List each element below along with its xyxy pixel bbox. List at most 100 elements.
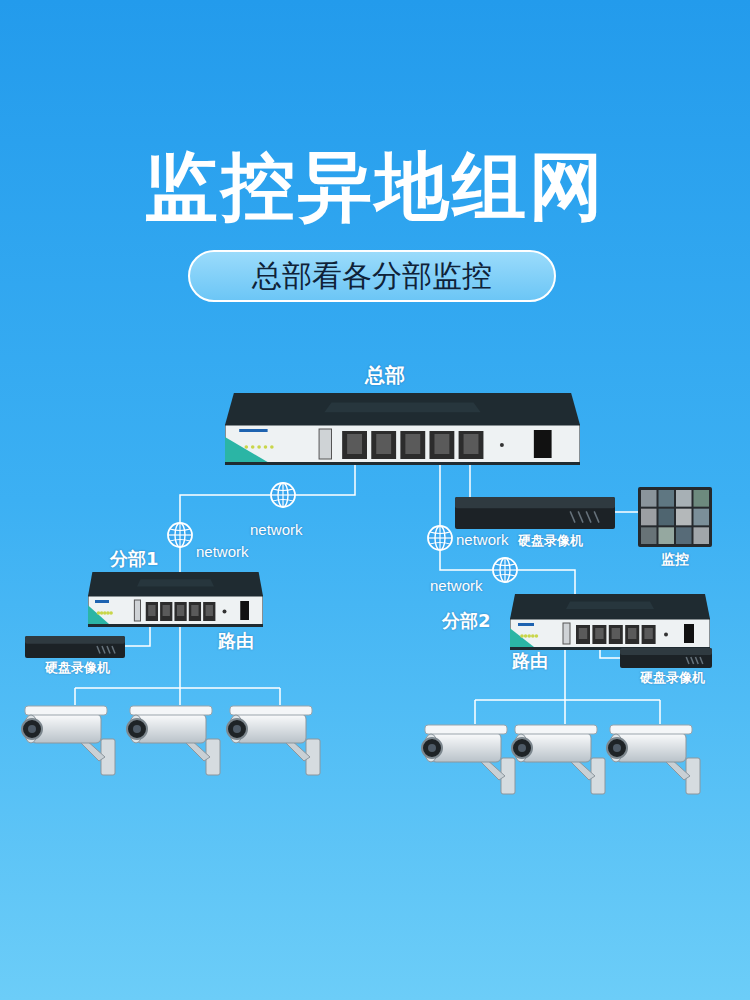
network-connector — [615, 511, 638, 513]
drawing-rect — [191, 605, 198, 616]
drawing-rect — [684, 624, 694, 643]
device-label: 监控 — [638, 551, 712, 568]
network-connector — [600, 650, 620, 658]
drawing-rect — [203, 602, 215, 621]
edge-label: network — [456, 531, 509, 549]
drawing-line — [112, 646, 115, 654]
router-art — [225, 393, 580, 465]
drawing-polygon — [225, 437, 268, 462]
dvr-art — [455, 497, 615, 529]
site-label: 总部 — [365, 363, 405, 387]
drawing-circle — [270, 445, 274, 449]
network-label: network — [430, 577, 483, 595]
drawing-circle — [535, 634, 539, 638]
drawing-circle — [251, 445, 255, 449]
drawing-polygon — [510, 628, 534, 647]
drawing-rect — [371, 431, 396, 459]
drawing-rect — [464, 434, 479, 454]
drawing-rect — [206, 605, 213, 616]
drawing-rect — [628, 628, 636, 639]
drawing-polygon — [566, 602, 654, 610]
drawing-rect — [405, 434, 420, 454]
drawing-rect — [429, 431, 454, 459]
network-label: network — [196, 543, 249, 561]
drawing-svg — [455, 497, 615, 529]
dvr-node: 硬盘录像机 — [455, 497, 615, 529]
router-node: 分部2路由 — [510, 594, 710, 650]
drawing-circle — [100, 611, 104, 615]
drawing-line — [700, 657, 703, 664]
drawing-circle — [103, 611, 107, 615]
drawing-rect — [641, 490, 657, 507]
drawing-circle — [531, 634, 535, 638]
drawing-circle — [500, 443, 504, 447]
router-art — [510, 594, 710, 650]
device-label: 硬盘录像机 — [518, 533, 583, 549]
drawing-line — [107, 646, 110, 654]
drawing-rect — [455, 497, 615, 529]
drawing-svg — [620, 648, 712, 668]
site-label: 分部1 — [110, 548, 159, 570]
drawing-circle — [524, 634, 528, 638]
dvr-art — [25, 636, 125, 658]
drawing-svg — [510, 594, 710, 650]
network-connector — [180, 465, 355, 572]
edge-label: network — [250, 521, 303, 539]
drawing-rect — [676, 527, 692, 544]
diagram-title: 监控异地组网 — [0, 142, 750, 231]
network-connector — [125, 627, 150, 646]
drawing-rect — [174, 602, 186, 621]
drawing-circle — [664, 633, 668, 637]
device-label: 路由 — [512, 650, 548, 672]
drawing-polygon — [324, 403, 480, 413]
monitor-art — [638, 487, 712, 547]
drawing-svg — [25, 636, 125, 658]
drawing-rect — [638, 487, 712, 547]
drawing-circle — [97, 611, 101, 615]
drawing-rect — [239, 429, 267, 432]
drawing-rect — [146, 602, 158, 621]
drawing-rect — [455, 497, 615, 508]
drawing-polygon — [88, 572, 263, 596]
drawing-line — [102, 646, 105, 654]
drawing-rect — [459, 431, 484, 459]
drawing-line — [578, 511, 583, 522]
camera — [227, 706, 320, 775]
drawing-circle — [527, 634, 531, 638]
device-label: 硬盘录像机 — [640, 670, 705, 686]
drawing-rect — [240, 601, 249, 620]
drawing-rect — [163, 605, 170, 616]
drawing-rect — [25, 636, 125, 644]
drawing-rect — [659, 527, 675, 544]
drawing-rect — [177, 605, 184, 616]
drawing-rect — [434, 434, 449, 454]
drawing-circle — [223, 610, 227, 614]
drawing-rect — [160, 602, 172, 621]
drawing-rect — [225, 425, 580, 465]
drawing-rect — [579, 628, 587, 639]
drawing-svg — [225, 393, 580, 465]
camera — [127, 706, 220, 775]
drawing-rect — [625, 625, 639, 644]
drawing-line — [97, 646, 100, 654]
drawing-rect — [319, 429, 331, 459]
drawing-rect — [694, 490, 710, 507]
drawing-circle — [520, 634, 524, 638]
drawing-line — [586, 511, 591, 522]
drawing-rect — [694, 509, 710, 526]
pill-node: 总部看各分部监控 — [188, 250, 556, 302]
drawing-rect — [641, 509, 657, 526]
drawing-rect — [641, 527, 657, 544]
device-label: 硬盘录像机 — [45, 660, 110, 676]
drawing-polygon — [137, 579, 214, 586]
camera — [512, 725, 605, 794]
drawing-rect — [225, 462, 580, 465]
site-label: 分部2 — [442, 610, 491, 632]
drawing-circle — [109, 611, 113, 615]
router-node: 总部 — [225, 393, 580, 465]
drawing-rect — [134, 600, 140, 621]
drawing-polygon — [225, 393, 580, 425]
drawing-circle — [106, 611, 110, 615]
dvr-node: 硬盘录像机 — [620, 648, 712, 668]
